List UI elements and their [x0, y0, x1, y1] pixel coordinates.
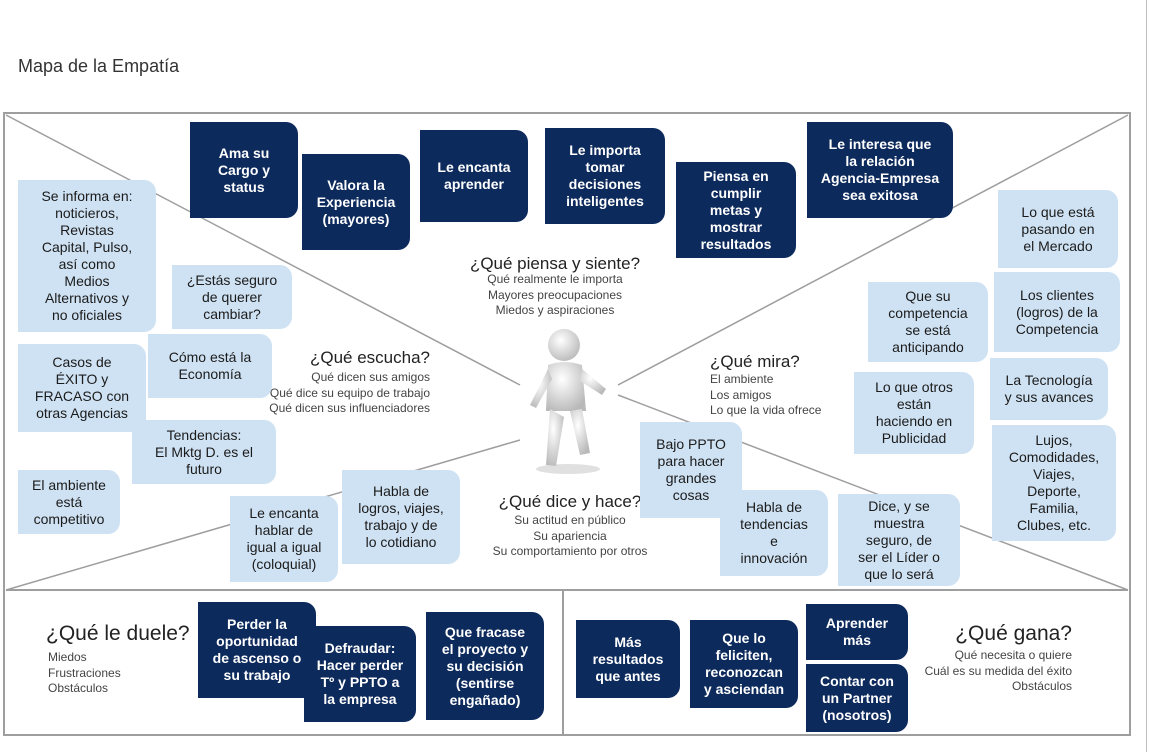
empathy-map-frame — [3, 112, 1131, 736]
note-piensa-relacion: Le interesa que la relación Agencia-Empr… — [807, 122, 953, 218]
note-gana-aprender: Aprender más — [806, 604, 908, 660]
mira-subtitle: El ambiente Los amigos Lo que la vida of… — [710, 372, 822, 417]
dice-title: ¿Qué dice y hace? — [498, 492, 642, 511]
note-gana-partner: Contar con un Partner (nosotros) — [806, 664, 908, 732]
note-piensa-experiencia: Valora la Experiencia (mayores) — [302, 154, 410, 250]
note-duele-ascenso: Perder la oportunidad de ascenso o su tr… — [198, 602, 316, 698]
gana-title: ¿Qué gana? — [955, 622, 1072, 645]
piensa-title: ¿Qué piensa y siente? — [469, 254, 641, 273]
gana-subtitle: Qué necesita o quiere Cuál es su medida … — [924, 648, 1072, 693]
duele-title: ¿Qué le duele? — [46, 622, 190, 645]
right-divider — [1146, 0, 1147, 752]
note-dice-hablar: Le encanta hablar de igual a igual (colo… — [230, 496, 338, 582]
escucha-title: ¿Qué escucha? — [309, 348, 430, 367]
note-escucha-economia: Cómo está la Economía — [148, 334, 272, 398]
note-dice-lider: Dice, y se muestra seguro, de ser el Líd… — [838, 494, 960, 586]
note-mira-mercado: Lo que está pasando en el Mercado — [998, 190, 1118, 268]
note-piensa-aprender: Le encanta aprender — [420, 130, 528, 222]
note-piensa-decisiones: Le importa tomar decisiones inteligentes — [545, 128, 665, 224]
note-mira-clientes: Los clientes (logros) de la Competencia — [994, 272, 1120, 352]
note-dice-logros: Habla de logros, viajes, trabajo y de lo… — [342, 470, 460, 564]
note-duele-defraudar: Defraudar: Hacer perder Tº y PPTO a la e… — [304, 626, 416, 722]
escucha-subtitle: Qué dicen sus amigos Qué dice su equipo … — [269, 370, 430, 415]
note-mira-tecnologia: La Tecnología y sus avances — [990, 358, 1108, 420]
note-piensa-metas: Piensa en cumplir metas y mostrar result… — [676, 162, 796, 258]
note-escucha-informa: Se informa en: noticieros, Revistas Capi… — [18, 180, 156, 332]
note-gana-resultados: Más resultados que antes — [576, 620, 680, 698]
note-dice-tendencias: Habla de tendencias e innovación — [720, 490, 828, 576]
dice-subtitle: Su actitud en público Su apariencia Su c… — [492, 513, 648, 558]
note-escucha-tendencias: Tendencias: El Mktg D. es el futuro — [132, 420, 276, 484]
person-figure-icon — [530, 329, 606, 474]
mira-title: ¿Qué mira? — [710, 352, 800, 371]
note-mira-lujos: Lujos, Comodidades, Viajes, Deporte, Fam… — [992, 425, 1116, 541]
note-escucha-casos: Casos de ÉXITO y FRACASO con otras Agenc… — [18, 344, 146, 432]
page-title: Mapa de la Empatía — [18, 56, 180, 76]
note-duele-fracase: Que fracase el proyecto y su decisión (s… — [426, 612, 544, 720]
note-escucha-seguro: ¿Estás seguro de querer cambiar? — [172, 265, 292, 329]
duele-subtitle: Miedos Frustraciones Obstáculos — [48, 650, 121, 695]
note-dice-ppto: Bajo PPTO para hacer grandes cosas — [640, 422, 742, 518]
note-gana-feliciten: Que lo feliciten, reconozcan y asciendan — [690, 620, 798, 708]
note-mira-publicidad: Lo que otros están haciendo en Publicida… — [854, 372, 974, 454]
note-mira-competencia: Que su competencia se está anticipando — [868, 282, 988, 362]
note-escucha-ambiente: El ambiente está competitivo — [18, 470, 120, 534]
note-piensa-cargo: Ama su Cargo y status — [190, 122, 298, 218]
piensa-subtitle: Qué realmente le importa Mayores preocup… — [487, 272, 623, 317]
